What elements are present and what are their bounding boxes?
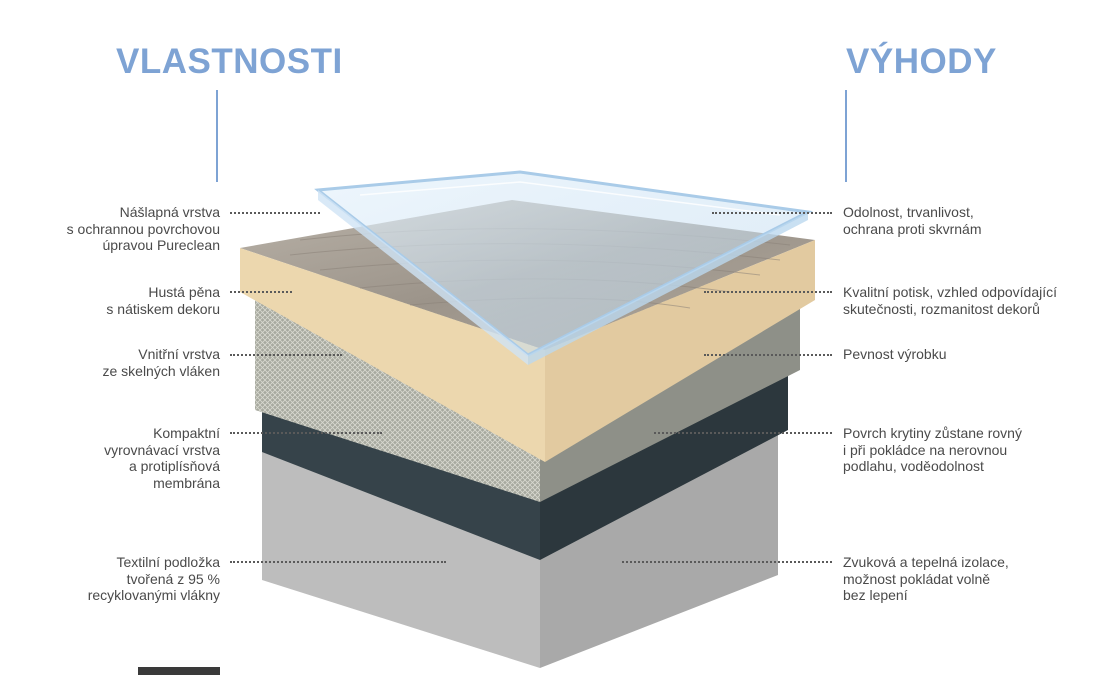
property-label-foam: Hustá pěna s nátiskem dekoru [106, 284, 220, 317]
benefits-heading-line [845, 90, 847, 182]
benefits-heading: VÝHODY [846, 42, 997, 81]
leader-dots [230, 291, 292, 293]
property-label-felt: Textilní podložka tvořená z 95 % recyklo… [87, 554, 220, 603]
benefit-label-foam: Kvalitní potisk, vzhled odpovídající sku… [843, 284, 1058, 317]
benefit-label-felt: Zvuková a tepelná izolace, možnost poklá… [843, 554, 1009, 603]
wear-layer [314, 170, 813, 365]
leader-dots [230, 432, 382, 434]
leader-dots [230, 212, 320, 214]
leader-dots [230, 561, 446, 563]
property-label-fiberglass: Vnitřní vrstva ze skelných vláken [102, 346, 220, 379]
benefit-label-membrane: Povrch krytiny zůstane rovný i při poklá… [843, 425, 1022, 474]
corner-badge [138, 667, 220, 675]
leader-dots [230, 354, 342, 356]
leader-dots [622, 561, 832, 563]
leader-dots [704, 291, 832, 293]
property-label-wear-layer: Nášlapná vrstva s ochrannou povrchovou ú… [66, 204, 220, 253]
leader-dots [704, 354, 832, 356]
property-label-membrane: Kompaktní vyrovnávací vrstva a protiplís… [104, 425, 220, 491]
leader-dots [654, 432, 832, 434]
properties-heading-line [216, 90, 218, 182]
leader-dots [712, 212, 832, 214]
properties-heading: VLASTNOSTI [116, 42, 343, 81]
benefit-label-fiberglass: Pevnost výrobku [843, 346, 947, 362]
benefit-label-wear-layer: Odolnost, trvanlivost, ochrana proti skv… [843, 204, 982, 237]
